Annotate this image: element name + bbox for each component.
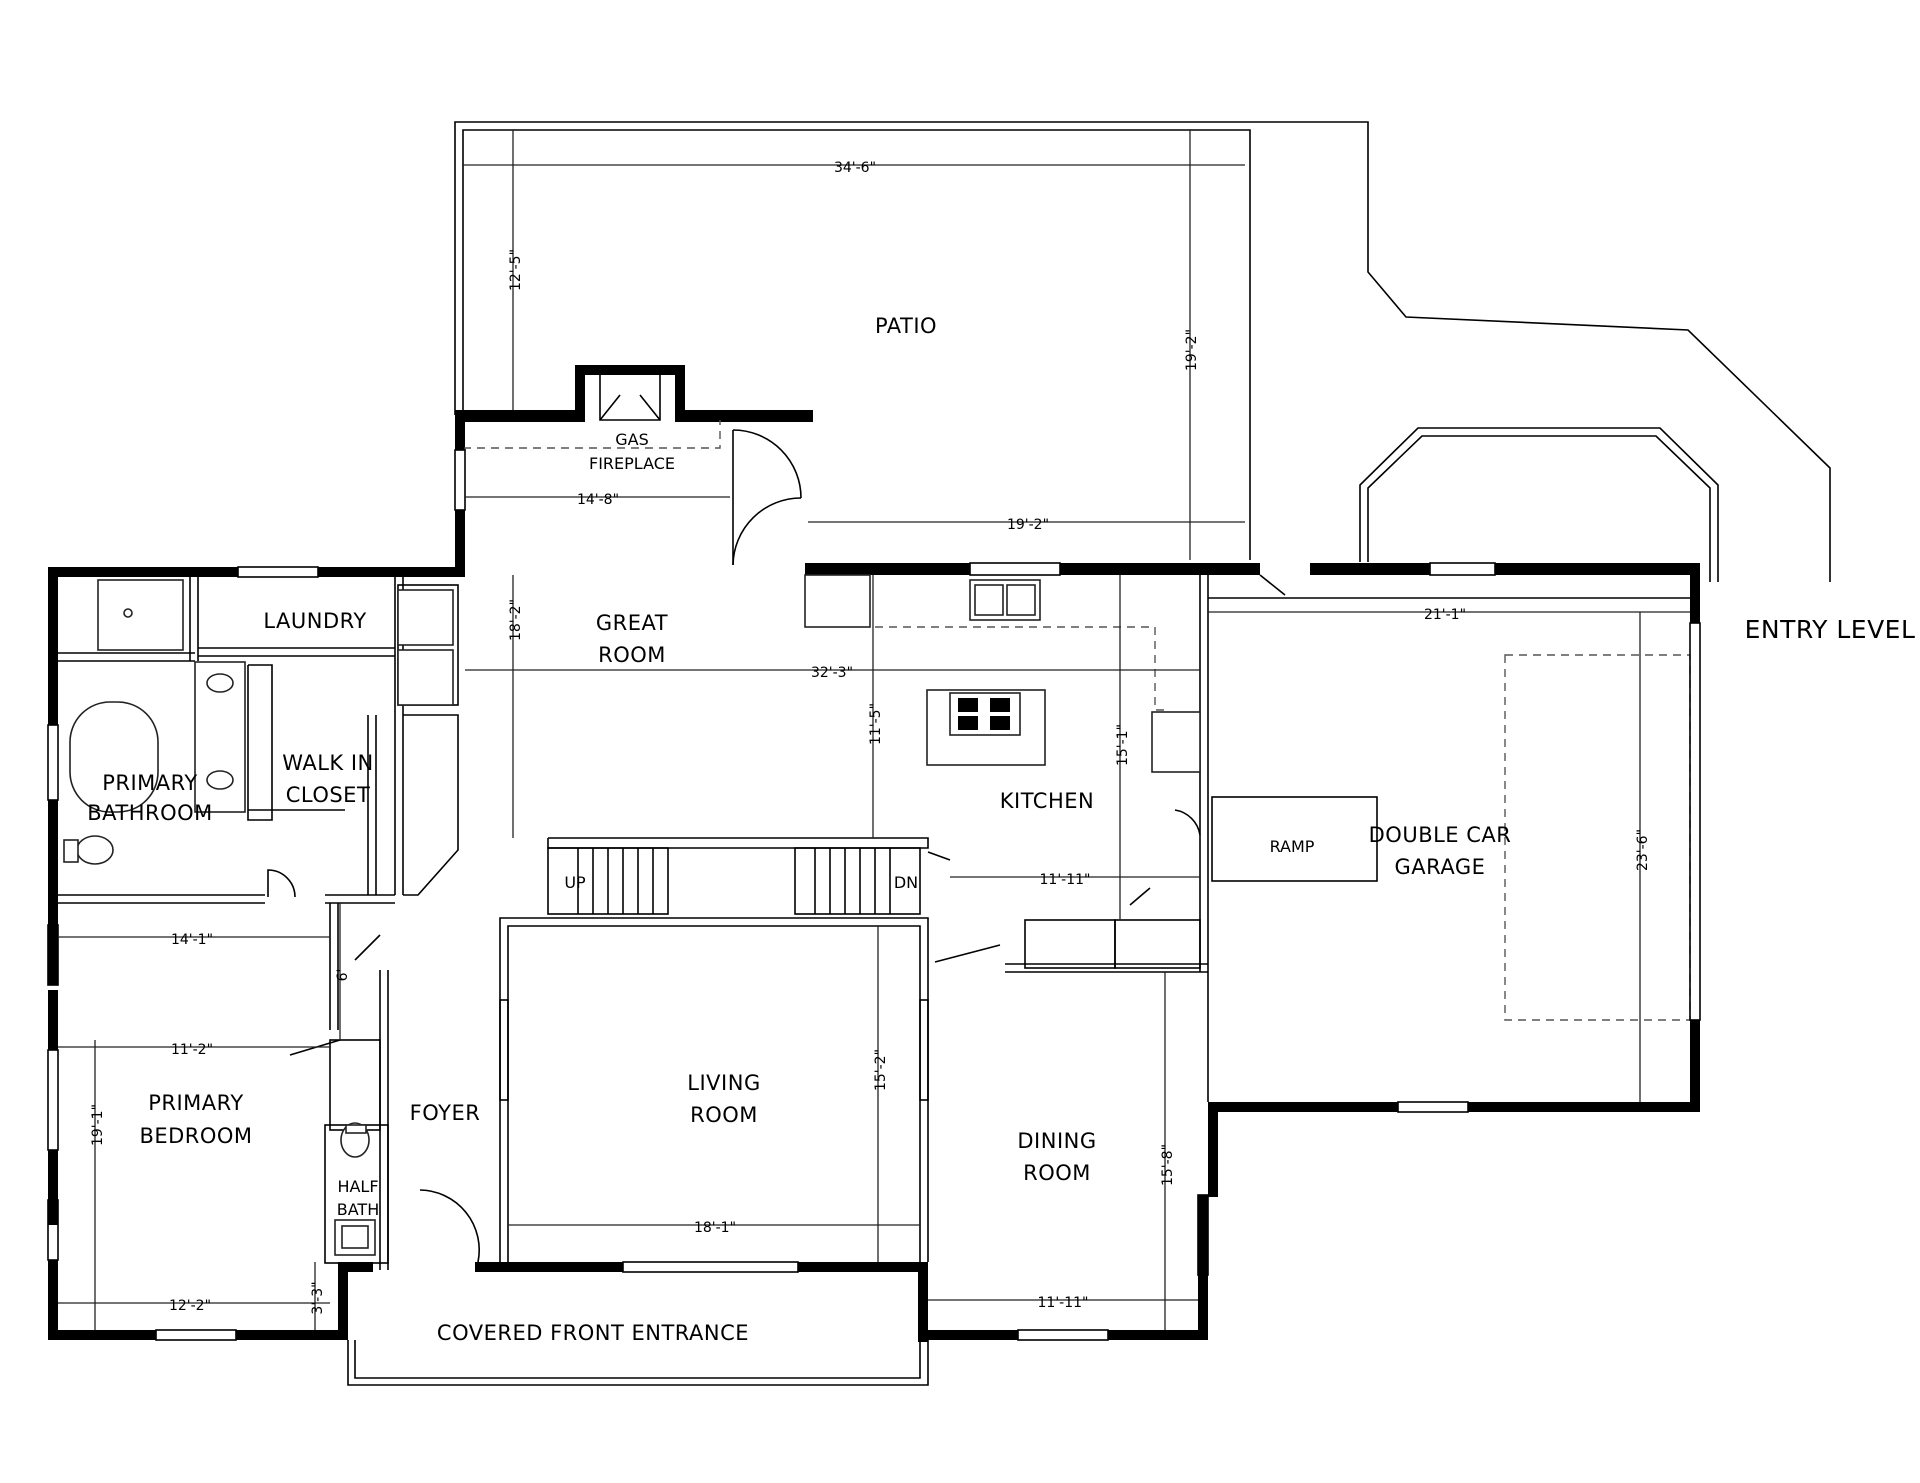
- dim-garage-width: 21'-1": [1424, 607, 1466, 623]
- dim-great-room-width-right: 19'-2": [1007, 517, 1049, 533]
- exterior-walls: [48, 365, 1700, 1342]
- half-bath-label-line1: HALF: [337, 1177, 378, 1196]
- entry-level-title: ENTRY LEVEL: [1745, 615, 1916, 644]
- dining-room-label-line1: DINING: [1017, 1129, 1096, 1153]
- dim-dining-depth: 15'-8": [1160, 1144, 1176, 1186]
- walk-in-closet-label-line2: CLOSET: [286, 783, 371, 807]
- ramp-label: RAMP: [1270, 837, 1315, 856]
- dim-patio-depth-right: 19'-2": [1184, 329, 1200, 371]
- stair-down-label: DN: [894, 873, 918, 892]
- kitchen-label: KITCHEN: [1000, 789, 1095, 813]
- door-swings: [267, 574, 1286, 1263]
- dim-bedroom-width-mid: 11'-2": [171, 1042, 213, 1058]
- living-room-label-line2: ROOM: [690, 1103, 758, 1127]
- dining-room-label-line2: ROOM: [1023, 1161, 1091, 1185]
- dim-bedroom-depth: 19'-1": [90, 1104, 106, 1146]
- dim-living-depth: 15'-2": [873, 1049, 889, 1091]
- primary-bedroom-label-line1: PRIMARY: [148, 1091, 244, 1115]
- fixtures: [63, 574, 1201, 1256]
- dim-entry-depth: 3'-3": [310, 1281, 326, 1314]
- dim-bedroom-width-bottom: 12'-2": [169, 1298, 211, 1314]
- gas-fireplace-label-line2: FIREPLACE: [589, 454, 675, 473]
- dim-bedroom-width-top: 14'-1": [171, 932, 213, 948]
- dim-living-width: 18'-1": [694, 1220, 736, 1236]
- great-room-label-line2: ROOM: [598, 643, 666, 667]
- dim-great-room-width-left: 14'-8": [577, 492, 619, 508]
- dim-hall-6: 6': [335, 969, 351, 982]
- patio-label: PATIO: [875, 314, 937, 338]
- dim-kitchen-depth-b: 15'-1": [1115, 724, 1131, 766]
- dim-great-room-depth: 18'-2": [508, 599, 524, 641]
- primary-bathroom-label-line1: PRIMARY: [102, 771, 198, 795]
- double-car-garage-label-line2: GARAGE: [1395, 855, 1486, 879]
- dim-kitchen-depth-a: 11'-5": [868, 703, 884, 745]
- laundry-label: LAUNDRY: [263, 609, 366, 633]
- walk-in-closet-label-line1: WALK IN: [282, 751, 374, 775]
- foyer-label: FOYER: [410, 1101, 481, 1125]
- gas-fireplace-label-line1: GAS: [615, 430, 649, 449]
- dimension-lines: [58, 130, 1690, 1330]
- half-bath-label-line2: BATH: [337, 1200, 379, 1219]
- room-labels: PATIO GAS FIREPLACE GREAT ROOM LAUNDRY W…: [87, 314, 1915, 1345]
- covered-front-entrance-label: COVERED FRONT ENTRANCE: [437, 1321, 749, 1345]
- great-room-label-line1: GREAT: [596, 611, 668, 635]
- windows: [47, 449, 1701, 1341]
- covered-entrance-outline: [347, 1340, 929, 1386]
- dim-patio-depth-left: 12'-5": [508, 249, 524, 291]
- dim-dining-width: 11'-11": [1038, 1295, 1089, 1311]
- dim-kitchen-width: 11'-11": [1040, 872, 1091, 888]
- dimension-labels: 34'-6" 12'-5" 19'-2" 14'-8" 19'-2" 18'-2…: [90, 160, 1651, 1315]
- stair-up-label: UP: [564, 873, 586, 892]
- double-car-garage-label-line1: DOUBLE CAR: [1369, 823, 1512, 847]
- stair-down: [814, 848, 891, 914]
- primary-bathroom-label-line2: BATHROOM: [87, 801, 213, 825]
- dim-garage-depth: 23'-6": [1635, 829, 1651, 871]
- dim-great-room-overall: 32'-3": [811, 665, 853, 681]
- dim-patio-width: 34'-6": [834, 160, 876, 176]
- primary-bedroom-label-line2: BEDROOM: [139, 1124, 252, 1148]
- stair-up: [577, 848, 654, 914]
- patio-outline: [454, 121, 1831, 582]
- living-room-label-line1: LIVING: [687, 1071, 760, 1095]
